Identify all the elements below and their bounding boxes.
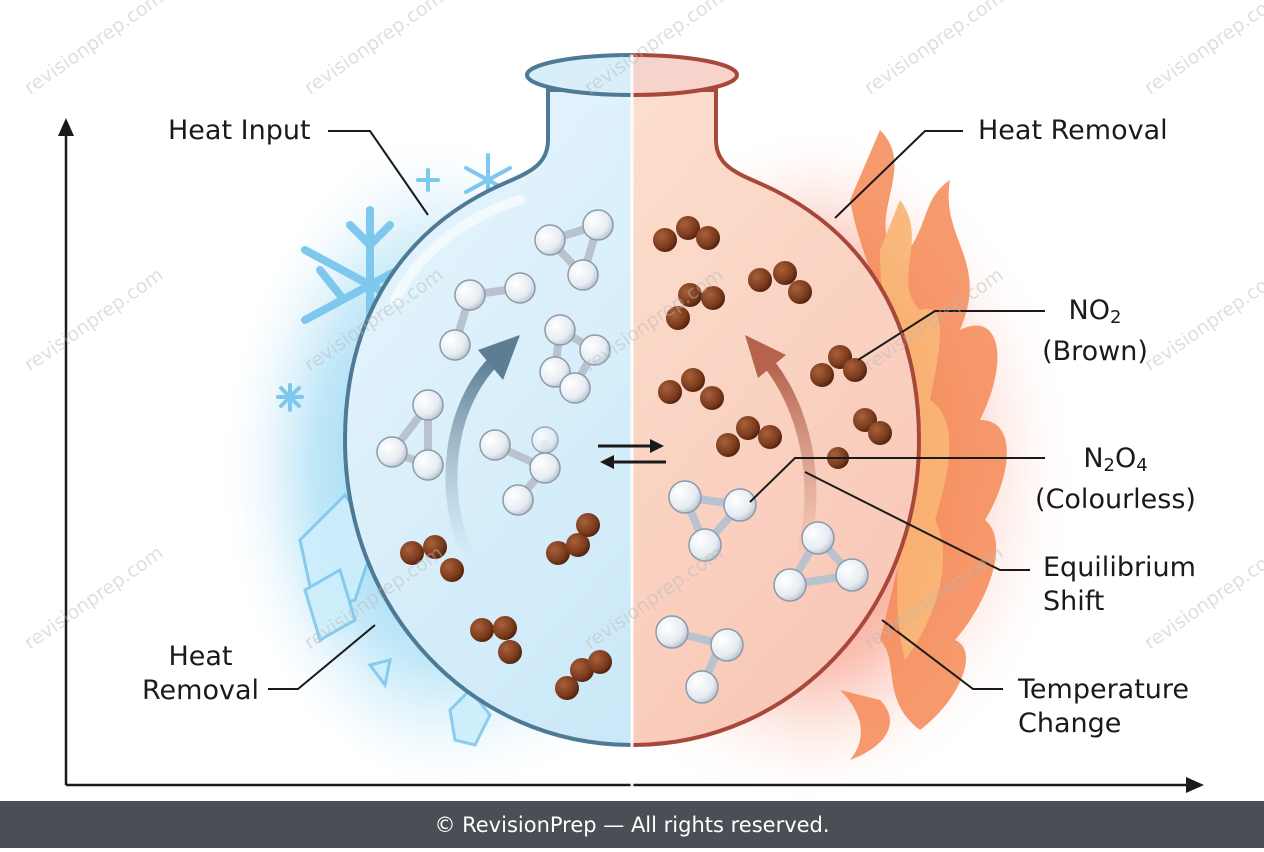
n2o4-molecule — [534, 209, 614, 291]
label-no2: NO2 (Brown) — [1040, 294, 1150, 369]
no2-molecule — [810, 345, 867, 387]
n2o4-molecule — [539, 314, 611, 404]
n2o4-molecules — [376, 209, 869, 704]
no2-molecule — [400, 535, 464, 582]
axes — [58, 118, 1204, 793]
watermark-text: revisionprep.com — [20, 542, 167, 654]
no2-molecule — [666, 283, 725, 330]
watermark-text: revisionprep.com — [300, 0, 447, 99]
n2o4-molecule — [773, 521, 869, 602]
label-heat-input: Heat Input — [168, 115, 311, 146]
copyright-footer: © RevisionPrep — All rights reserved. — [0, 801, 1264, 848]
watermark-text: revisionprep.com — [860, 0, 1007, 99]
no2-molecule — [555, 650, 612, 700]
footer-text: © RevisionPrep — All rights reserved. — [434, 812, 830, 837]
n2o4-molecule — [439, 272, 536, 361]
n2o4-note: (Colourless) — [1035, 484, 1196, 515]
watermark-text: revisionprep.com — [20, 264, 167, 376]
no2-note: (Brown) — [1042, 336, 1148, 367]
n2o4-molecule — [376, 389, 444, 481]
watermark-text: revisionprep.com — [1140, 264, 1264, 376]
no2-molecule — [546, 513, 600, 565]
no2-molecule — [748, 261, 812, 304]
n2o4-molecule — [668, 480, 757, 562]
snowflake-icon-small — [276, 153, 512, 412]
no2-molecule — [658, 368, 724, 410]
no2-formula: NO2 — [1068, 295, 1122, 328]
n2o4-molecule — [479, 426, 561, 516]
label-n2o4: N2O4 (Colourless) — [1028, 442, 1203, 517]
equilibrium-arrows — [598, 439, 666, 469]
label-heat-removal-right: Heat Removal — [978, 115, 1168, 146]
n2o4-molecule — [655, 615, 744, 704]
no2-molecule — [653, 216, 720, 252]
no2-molecule — [716, 416, 782, 457]
n2o4-formula: N2O4 — [1083, 443, 1148, 476]
no2-molecules — [400, 216, 892, 700]
no2-molecule — [470, 616, 522, 664]
watermark-text: revisionprep.com — [1140, 0, 1264, 99]
watermark-text: revisionprep.com — [20, 0, 167, 99]
leader-lines — [268, 130, 1045, 690]
